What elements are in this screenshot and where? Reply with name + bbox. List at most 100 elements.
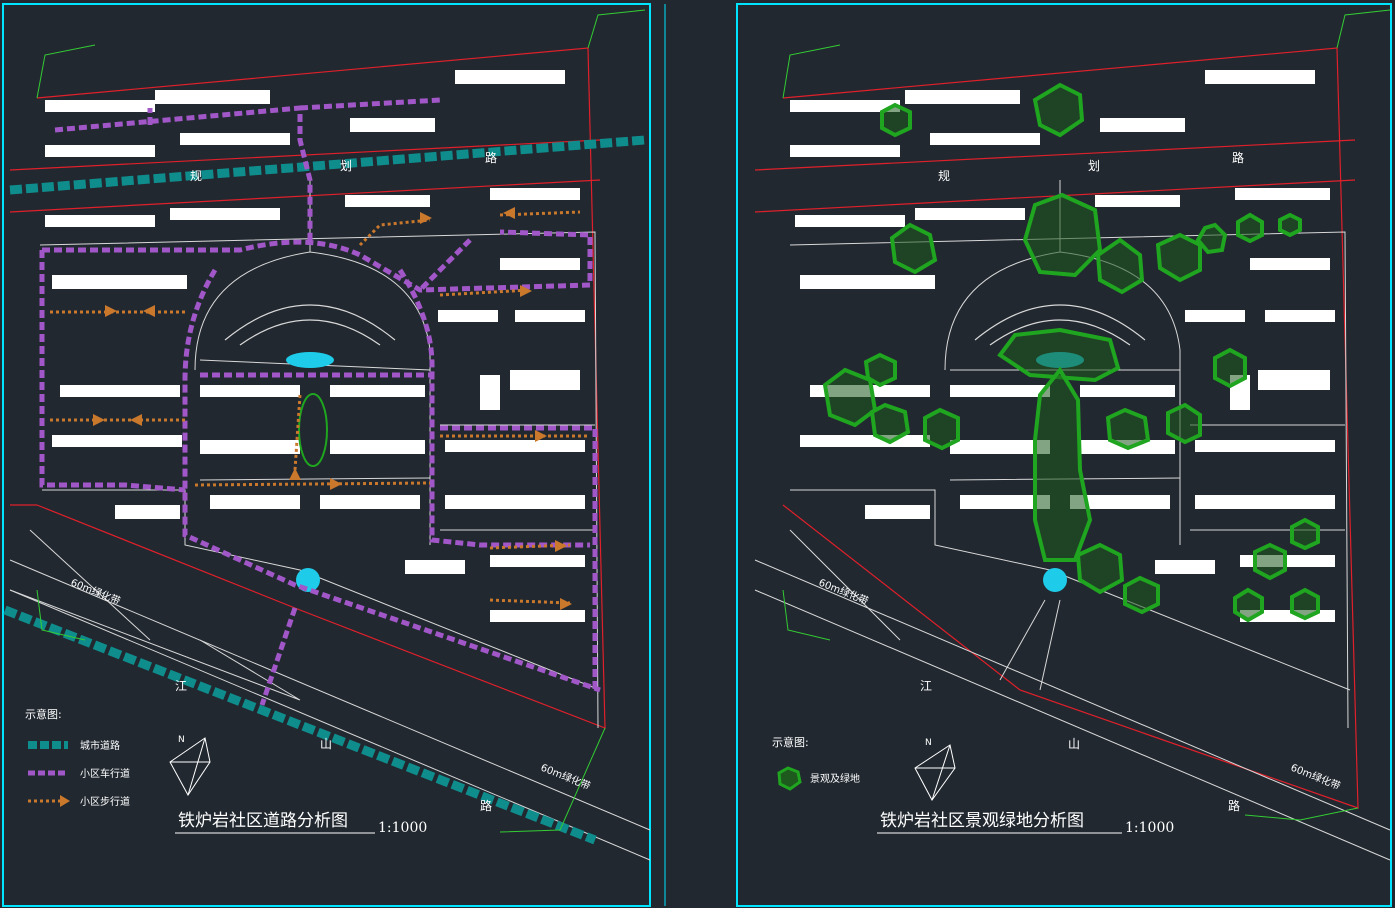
river-road-edge bbox=[9, 589, 651, 861]
building-block bbox=[350, 118, 435, 132]
building-block bbox=[790, 145, 900, 157]
building-block bbox=[405, 560, 465, 574]
river-road-char: 山 bbox=[1068, 737, 1080, 751]
survey-leader bbox=[36, 44, 96, 99]
road-edge-south bbox=[9, 179, 601, 213]
compass-label: N bbox=[178, 735, 185, 745]
building-block bbox=[345, 195, 430, 207]
drawing-title: 铁炉岩社区道路分析图 bbox=[178, 811, 348, 831]
landscape-analysis-panel: 规 划 路 江 山 路 60m绿化带 60m绿化带 示意图: 景观及绿地 N 铁… bbox=[754, 9, 1391, 861]
legend-heading: 示意图: bbox=[25, 707, 62, 721]
building-block bbox=[45, 145, 155, 157]
building-block bbox=[1095, 195, 1180, 207]
building-block bbox=[905, 90, 1020, 104]
vehicle-road-path bbox=[54, 105, 313, 245]
building-block bbox=[45, 100, 155, 112]
drawing-title-block: 铁炉岩社区道路分析图 1:1000 bbox=[175, 811, 427, 836]
vehicle-road-path bbox=[440, 425, 598, 690]
building-block bbox=[865, 505, 930, 519]
compass-icon-line bbox=[187, 737, 206, 796]
building-block bbox=[210, 495, 300, 509]
green-area bbox=[1075, 542, 1125, 595]
arrow-icon bbox=[555, 540, 567, 552]
city-roads bbox=[3, 135, 646, 845]
road-edge-north bbox=[754, 139, 1356, 171]
arrow-icon bbox=[535, 430, 547, 442]
road-outline bbox=[789, 231, 1349, 729]
road-char: 划 bbox=[340, 159, 352, 173]
north-arrow: N bbox=[914, 738, 956, 801]
river-road-char: 路 bbox=[1228, 798, 1240, 813]
building-block bbox=[1070, 495, 1170, 509]
fountain-round bbox=[1043, 568, 1067, 592]
vehicle-road-path bbox=[397, 268, 590, 548]
building-block bbox=[1235, 188, 1330, 200]
green-area bbox=[1233, 587, 1264, 623]
north-arrow: N bbox=[169, 735, 211, 796]
building-block bbox=[790, 100, 900, 112]
building-block bbox=[1265, 310, 1335, 322]
pedestrian-arrows bbox=[93, 207, 572, 610]
building-block bbox=[1185, 310, 1245, 322]
road-outline bbox=[199, 477, 431, 481]
vehicle-road-path bbox=[259, 607, 298, 706]
vehicle-roads bbox=[39, 97, 601, 706]
building-block bbox=[438, 310, 498, 322]
building-block bbox=[1205, 70, 1315, 84]
right-sheet-frame bbox=[736, 3, 1392, 907]
arrow-icon bbox=[130, 414, 142, 426]
survey-markers bbox=[36, 9, 646, 833]
building-block bbox=[180, 133, 290, 145]
building-block bbox=[800, 275, 935, 289]
river-road-char: 江 bbox=[175, 679, 187, 693]
plaza-arc bbox=[974, 304, 1146, 341]
city-road-south bbox=[3, 605, 597, 845]
vehicle-road-path bbox=[147, 97, 441, 125]
survey-leader bbox=[1244, 807, 1359, 821]
building-block bbox=[915, 208, 1025, 220]
survey-leader bbox=[587, 9, 646, 49]
green-area bbox=[1290, 587, 1320, 621]
survey-leader bbox=[1336, 9, 1391, 49]
drawing-title: 铁炉岩社区景观绿地分析图 bbox=[880, 811, 1084, 831]
green-area bbox=[863, 352, 897, 388]
building-block bbox=[960, 495, 1050, 509]
building-block bbox=[490, 555, 585, 567]
building-block bbox=[800, 435, 930, 447]
sheet-frames bbox=[2, 3, 1392, 907]
drawing-title-block: 铁炉岩社区景观绿地分析图 1:1000 bbox=[877, 811, 1174, 836]
building-block bbox=[52, 275, 187, 289]
plaza-arc bbox=[224, 304, 396, 341]
road-outline bbox=[789, 529, 901, 641]
green-area bbox=[880, 102, 912, 138]
arrow-icon bbox=[503, 207, 515, 219]
drawing-scale: 1:1000 bbox=[378, 820, 427, 836]
legend-label: 景观及绿地 bbox=[810, 772, 860, 785]
legend-label: 小区车行道 bbox=[80, 767, 130, 780]
road-outline bbox=[999, 599, 1061, 691]
building-block bbox=[170, 208, 280, 220]
building-block bbox=[200, 440, 300, 454]
building-block bbox=[330, 385, 425, 397]
road-outline bbox=[42, 489, 601, 691]
compass-icon-line bbox=[931, 744, 951, 801]
survey-leader bbox=[499, 727, 606, 833]
road-char: 规 bbox=[938, 168, 950, 183]
vehicle-road-path bbox=[39, 250, 186, 493]
legend-label: 城市道路 bbox=[80, 739, 120, 752]
green-area bbox=[1022, 192, 1103, 278]
building-block bbox=[52, 435, 182, 447]
building-block bbox=[480, 375, 500, 410]
building-block bbox=[455, 70, 565, 84]
road-char: 路 bbox=[1232, 150, 1244, 165]
plaza-arc bbox=[239, 319, 381, 346]
building-block bbox=[445, 495, 585, 509]
river-road-char: 路 bbox=[480, 798, 492, 813]
plaza-arc bbox=[989, 319, 1131, 346]
building-block bbox=[950, 385, 1050, 397]
building-block bbox=[1195, 440, 1335, 452]
building-block bbox=[950, 440, 1050, 454]
building-block bbox=[45, 215, 155, 227]
green-area bbox=[1095, 237, 1145, 295]
